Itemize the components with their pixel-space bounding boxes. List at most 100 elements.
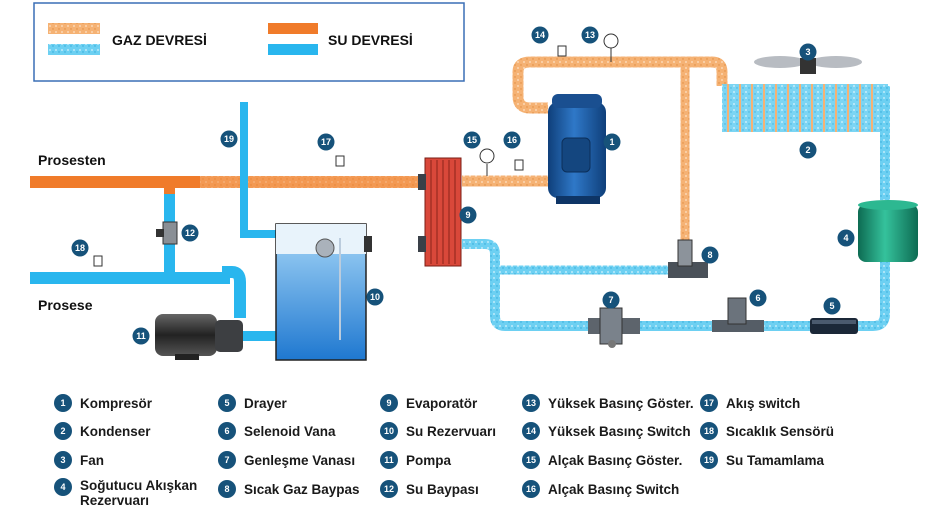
badge-number: 3: [805, 47, 810, 57]
legend-number: 5: [218, 394, 236, 412]
legend-label: Su Baypası: [406, 481, 479, 497]
badge-8: 8: [701, 246, 719, 264]
badge-number: 12: [185, 228, 195, 238]
badge-9: 9: [459, 206, 477, 224]
temperature-sensor: [93, 255, 103, 267]
pressure-gauge-low: [479, 148, 495, 176]
legend-item: 19 Su Tamamlama: [700, 449, 824, 471]
from-process-label: Prosesten: [38, 152, 106, 168]
legend-number: 7: [218, 451, 236, 469]
legend-number: 2: [54, 422, 72, 440]
pressure-switch-high: [557, 45, 567, 57]
badge-12: 12: [181, 224, 199, 242]
legend-number: 16: [522, 480, 540, 498]
pressure-switch-low: [514, 159, 524, 171]
badge-15: 15: [463, 131, 481, 149]
badge-18: 18: [71, 239, 89, 257]
badge-number: 5: [829, 301, 834, 311]
badge-6: 6: [749, 289, 767, 307]
legend-number: 13: [522, 394, 540, 412]
badge-number: 18: [75, 243, 85, 253]
badge-number: 14: [535, 30, 545, 40]
condenser: [722, 84, 888, 132]
legend-label: Sıcaklık Sensörü: [726, 423, 835, 439]
badge-number: 8: [707, 250, 712, 260]
legend-number: 4: [54, 478, 72, 496]
legend-label: Su Rezervuarı: [406, 423, 497, 439]
legend-number: 6: [218, 422, 236, 440]
badge-number: 17: [321, 137, 331, 147]
legend-item: 8 Sıcak Gaz Baypas: [218, 478, 360, 500]
legend-number: 19: [700, 451, 718, 469]
legend-item: 13 Yüksek Basınç Göster.: [522, 392, 694, 414]
badge-3: 3: [799, 43, 817, 61]
badge-17: 17: [317, 133, 335, 151]
legend-item: 2 Kondenser: [54, 420, 151, 442]
legend-number: 8: [218, 480, 236, 498]
legend-label: Pompa: [406, 452, 452, 468]
badge-number: 1: [609, 137, 614, 147]
badge-14: 14: [531, 26, 549, 44]
legend-item: 12 Su Baypası: [380, 478, 479, 500]
legend-number: 11: [380, 451, 398, 469]
legend-number: 18: [700, 422, 718, 440]
supply-to-process-pipe: [30, 272, 230, 284]
badge-number: 15: [467, 135, 477, 145]
receiver: [858, 200, 918, 262]
badge-number: 6: [755, 293, 760, 303]
legend-number: 14: [522, 422, 540, 440]
badge-number: 7: [608, 295, 613, 305]
legend-number: 17: [700, 394, 718, 412]
flow-switch: [335, 155, 345, 167]
pump: [155, 314, 243, 360]
water-bypass-valve: [156, 221, 178, 245]
legend-box: GAZ DEVRESİ SU DEVRESİ: [33, 2, 465, 82]
legend-label: Kompresör: [80, 395, 153, 411]
chiller-diagram: GAZ DEVRESİ SU DEVRESİ Prosesten Prosese: [30, 2, 918, 361]
water-circuit-label: SU DEVRESİ: [328, 32, 413, 48]
legend-label: Yüksek Basınç Switch: [548, 423, 691, 439]
legend-item: 18 Sıcaklık Sensörü: [700, 420, 834, 442]
legend-label: Yüksek Basınç Göster.: [548, 395, 694, 411]
legend-number: 12: [380, 480, 398, 498]
pressure-gauge-high: [603, 33, 619, 62]
legend-label: Genleşme Vanası: [244, 452, 356, 468]
badge-16: 16: [503, 131, 521, 149]
badge-4: 4: [837, 229, 855, 247]
legend-label: Sıcak Gaz Baypas: [244, 481, 360, 497]
gas-circuit-label: GAZ DEVRESİ: [112, 32, 207, 48]
to-process-label: Prosese: [38, 297, 93, 313]
legend-item: 1 Kompresör: [54, 392, 152, 414]
expansion-valve: [588, 307, 640, 348]
solenoid-valve: [712, 297, 764, 332]
gas-pipe-swatch: [48, 23, 100, 34]
legend-label: Selenoid Vana: [244, 423, 336, 439]
legend-label: Su Tamamlama: [726, 452, 825, 468]
legend-label: Soğutucu Akışkan Rezervuarı: [80, 478, 198, 508]
legend-number: 3: [54, 451, 72, 469]
badge-number: 2: [805, 145, 810, 155]
legend-item: 11 Pompa: [380, 449, 451, 471]
legend-number: 15: [522, 451, 540, 469]
badge-5: 5: [823, 297, 841, 315]
badge-number: 11: [136, 331, 146, 341]
compressor: [548, 94, 606, 204]
water-tank: [275, 223, 372, 361]
badge-11: 11: [132, 327, 150, 345]
legend-number: 1: [54, 394, 72, 412]
legend-item: 4 Soğutucu Akışkan Rezervuarı: [54, 478, 210, 508]
badge-number: 16: [507, 135, 517, 145]
legend-item: 14 Yüksek Basınç Switch: [522, 420, 691, 442]
badge-number: 19: [224, 134, 234, 144]
badge-number: 4: [843, 233, 848, 243]
legend-item: 7 Genleşme Vanası: [218, 449, 355, 471]
legend-label: Kondenser: [80, 423, 151, 439]
drier: [810, 318, 858, 334]
